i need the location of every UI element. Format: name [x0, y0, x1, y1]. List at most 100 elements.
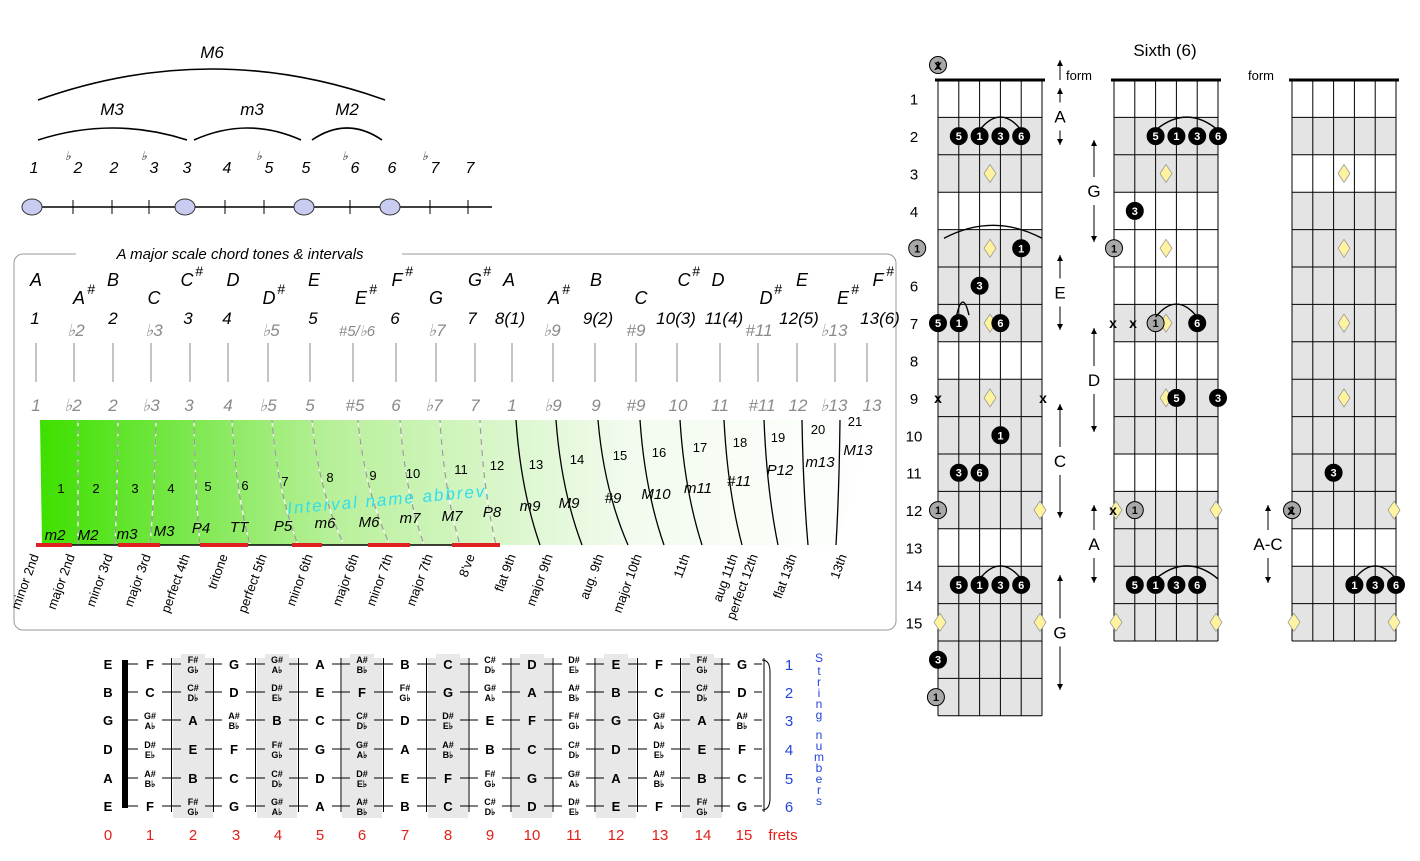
note-name: G	[429, 288, 443, 308]
fret-number: 13	[652, 827, 669, 844]
scale-degree-label: 7	[466, 160, 476, 177]
form-arrowhead	[1265, 505, 1271, 511]
note-flat: D♭	[188, 693, 199, 703]
note-name: E	[316, 685, 325, 700]
note-name: F	[655, 799, 663, 814]
note-flat: A♭	[485, 693, 496, 703]
scale-degree: 12(5)	[779, 309, 819, 328]
semitone-count: 13	[529, 457, 543, 472]
neck-shade	[1292, 117, 1396, 155]
interval-abbrev: P4	[192, 520, 210, 537]
interval-abbrev: m2	[45, 527, 66, 544]
chord-tone-dot	[929, 314, 947, 333]
open-string-note: B	[103, 685, 112, 700]
note-bg	[690, 654, 714, 674]
note-name: B	[611, 685, 620, 700]
fan-divider-dash	[231, 419, 251, 546]
fan-divider	[555, 419, 583, 546]
note-bg	[265, 739, 289, 759]
form-name: A-C	[1253, 535, 1282, 554]
note-flat: G♭	[696, 807, 707, 817]
note-bg	[520, 682, 544, 702]
note-sharp: A#	[228, 711, 240, 721]
fret-marker-diamond	[1387, 500, 1401, 520]
note-flat: D♭	[272, 779, 283, 789]
muted-string-x: x	[1129, 315, 1137, 331]
arc-label: M3	[100, 100, 124, 119]
chord-tone-dot	[1283, 501, 1301, 520]
chord-tone-dot	[1324, 463, 1343, 482]
note-name: G	[315, 742, 325, 757]
form-arrowhead	[1057, 139, 1063, 145]
note-sharp: A#	[736, 711, 748, 721]
chord-tone-degree: 6	[1215, 131, 1221, 143]
note-flat: G♭	[399, 693, 410, 703]
interval-arc	[311, 127, 383, 141]
gray-degree: #5	[346, 396, 365, 415]
string-number: 4	[785, 742, 793, 759]
gray-degree: 11	[711, 396, 729, 415]
scale-degree-label: 6	[388, 160, 397, 177]
chord-tone-degree: 3	[997, 580, 1003, 592]
note-sharp: C#	[187, 683, 199, 693]
note-name: D	[611, 742, 620, 757]
fret-number: 5	[316, 827, 324, 844]
note-name: C	[145, 685, 155, 700]
note-bg	[730, 739, 754, 759]
semitone-count: 8	[326, 470, 333, 485]
fan-divider	[597, 419, 629, 546]
fan-divider-dash	[114, 419, 119, 546]
note-bg	[520, 739, 544, 759]
semitone-count: 9	[369, 468, 376, 483]
fret-marker-diamond	[1159, 238, 1173, 259]
muted-string-x: x	[1109, 502, 1117, 518]
scale-degree-label: 4	[223, 160, 232, 177]
note-name: D	[737, 685, 746, 700]
note-flat: E♭	[654, 750, 664, 760]
fret-marker-diamond	[1337, 163, 1351, 184]
note-flat: A♭	[145, 721, 156, 731]
scale-degree: 13(6)	[860, 309, 900, 328]
note-name: F	[873, 270, 885, 290]
note-flat: B♭	[569, 693, 580, 703]
note-flat: B♭	[145, 779, 156, 789]
note-bg	[350, 796, 374, 816]
gray-degree: ♭9	[544, 396, 562, 415]
interval-abbrev: M6	[359, 514, 380, 531]
semitone-count: 18	[733, 435, 747, 450]
note-name: G	[443, 685, 453, 700]
chord-tone-degree: 6	[997, 318, 1003, 330]
note-flat: B♭	[443, 750, 454, 760]
chord-tone-degree: 6	[977, 468, 983, 480]
note-name: E	[698, 742, 707, 757]
note-name: C	[443, 799, 453, 814]
sixth-chord-neck-panel: Sixth (6)1234567891011121314151513611351…	[906, 41, 1405, 717]
note-name: C	[635, 288, 649, 308]
fret-number: 8	[444, 827, 452, 844]
note-sharp: A#	[356, 797, 368, 807]
form-name: E	[1054, 284, 1065, 303]
note-flat: D♭	[357, 721, 368, 731]
note-flat: G♭	[568, 721, 579, 731]
semitone-count: 12	[490, 458, 504, 473]
note-sharp: G#	[271, 797, 283, 807]
note-flat: E♭	[272, 693, 282, 703]
note-bg	[478, 739, 502, 759]
note-sharp: A#	[568, 683, 580, 693]
note-bg	[181, 710, 205, 730]
chord-tone-degree: 5	[956, 580, 962, 592]
gray-degree: 9	[591, 396, 601, 415]
chord-tone-dot	[293, 198, 315, 216]
string-number: 5	[785, 771, 793, 788]
note-sharp: D#	[442, 711, 454, 721]
fan-divider	[399, 419, 425, 546]
note-name: E	[796, 270, 809, 290]
fret-label: 1	[910, 92, 918, 109]
note-bg	[181, 654, 205, 674]
note-accidental: #	[562, 281, 570, 297]
note-name: F	[230, 742, 238, 757]
chord-tone-degree: 1	[1132, 505, 1138, 517]
nut	[122, 660, 128, 808]
note-name: C	[737, 771, 747, 786]
